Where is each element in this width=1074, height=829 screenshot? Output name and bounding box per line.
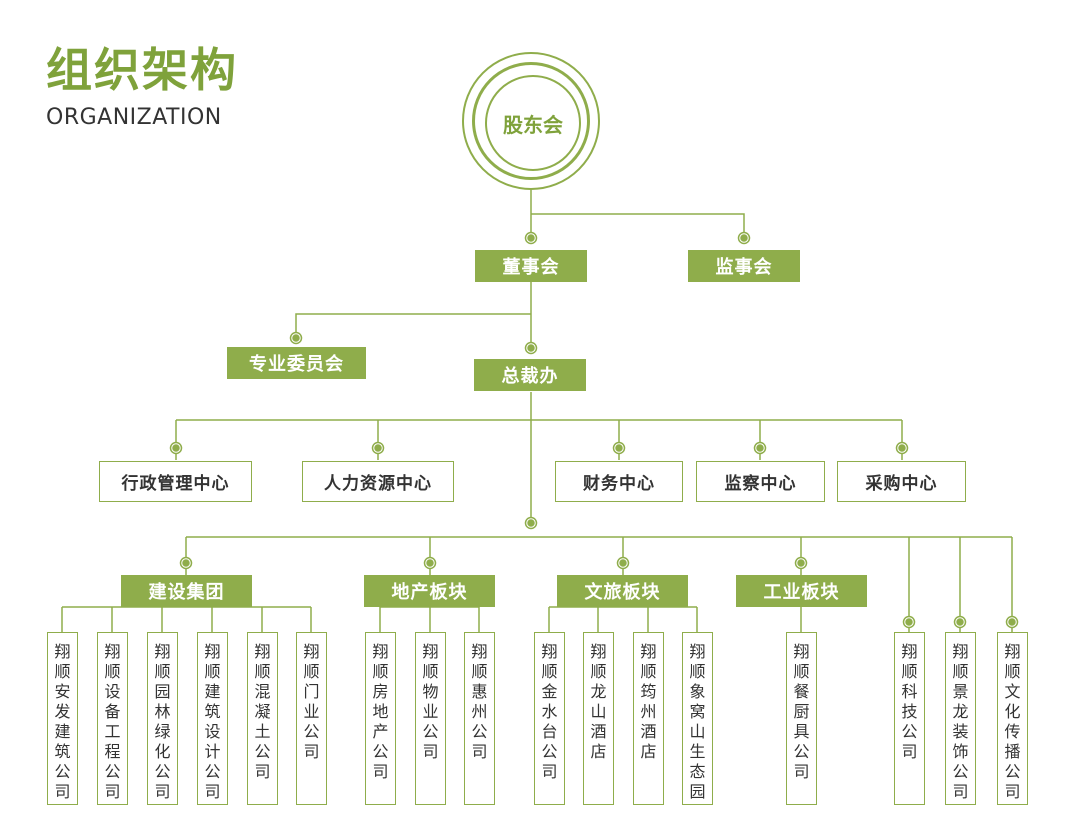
company-zhuzhou-hotel-label: 翔顺筠州酒店 [640, 642, 657, 761]
company-property: 翔顺物业公司 [415, 632, 446, 805]
company-kitchenware-label: 翔顺餐厨具公司 [793, 642, 810, 781]
company-concrete-label: 翔顺混凝土公司 [254, 642, 271, 781]
company-anfa-label: 翔顺安发建筑公司 [54, 642, 71, 801]
company-culture-media-label: 翔顺文化传播公司 [1004, 642, 1021, 801]
company-longshan-hotel-label: 翔顺龙山酒店 [590, 642, 607, 761]
company-jinshuitai: 翔顺金水台公司 [534, 632, 565, 805]
company-design-label: 翔顺建筑设计公司 [204, 642, 221, 801]
company-culture-media: 翔顺文化传播公司 [997, 632, 1028, 805]
node-industrial-sector: 工业板块 [736, 575, 867, 607]
company-tech-label: 翔顺科技公司 [901, 642, 918, 761]
company-realty-label: 翔顺房地产公司 [372, 642, 389, 781]
company-zhuzhou-hotel: 翔顺筠州酒店 [633, 632, 664, 805]
node-board: 董事会 [475, 250, 587, 282]
company-equipment-label: 翔顺设备工程公司 [104, 642, 121, 801]
company-xiangwo-park-label: 翔顺象窝山生态园 [689, 642, 706, 801]
company-doors-label: 翔顺门业公司 [303, 642, 320, 761]
root-inner-ring [472, 62, 590, 180]
company-jinglong-decor-label: 翔顺景龙装饰公司 [952, 642, 969, 801]
company-concrete: 翔顺混凝土公司 [247, 632, 278, 805]
page-subtitle: ORGANIZATION [46, 105, 222, 130]
node-supervision-center: 监察中心 [696, 461, 825, 502]
company-realty: 翔顺房地产公司 [365, 632, 396, 805]
node-shareholders-label: 股东会 [485, 75, 581, 171]
node-supervisory-board: 监事会 [688, 250, 800, 282]
node-culture-tourism-sector: 文旅板块 [557, 575, 688, 607]
node-real-estate-sector: 地产板块 [364, 575, 495, 607]
company-jinshuitai-label: 翔顺金水台公司 [541, 642, 558, 781]
node-procurement-center: 采购中心 [837, 461, 966, 502]
node-admin-center: 行政管理中心 [99, 461, 252, 502]
company-kitchenware: 翔顺餐厨具公司 [786, 632, 817, 805]
company-equipment: 翔顺设备工程公司 [97, 632, 128, 805]
company-property-label: 翔顺物业公司 [422, 642, 439, 761]
node-hr-center: 人力资源中心 [302, 461, 454, 502]
node-president-office: 总裁办 [474, 359, 586, 391]
company-landscape-label: 翔顺园林绿化公司 [154, 642, 171, 801]
company-longshan-hotel: 翔顺龙山酒店 [583, 632, 614, 805]
company-landscape: 翔顺园林绿化公司 [147, 632, 178, 805]
company-jinglong-decor: 翔顺景龙装饰公司 [945, 632, 976, 805]
company-xiangwo-park: 翔顺象窝山生态园 [682, 632, 713, 805]
node-expert-committee: 专业委员会 [227, 347, 366, 379]
company-design: 翔顺建筑设计公司 [197, 632, 228, 805]
company-huizhou: 翔顺惠州公司 [464, 632, 495, 805]
company-doors: 翔顺门业公司 [296, 632, 327, 805]
node-shareholders: 股东会 [462, 52, 600, 190]
company-tech: 翔顺科技公司 [894, 632, 925, 805]
node-construction-group: 建设集团 [121, 575, 252, 607]
node-finance-center: 财务中心 [555, 461, 683, 502]
company-anfa: 翔顺安发建筑公司 [47, 632, 78, 805]
company-huizhou-label: 翔顺惠州公司 [471, 642, 488, 761]
page-title: 组织架构 [46, 43, 238, 97]
